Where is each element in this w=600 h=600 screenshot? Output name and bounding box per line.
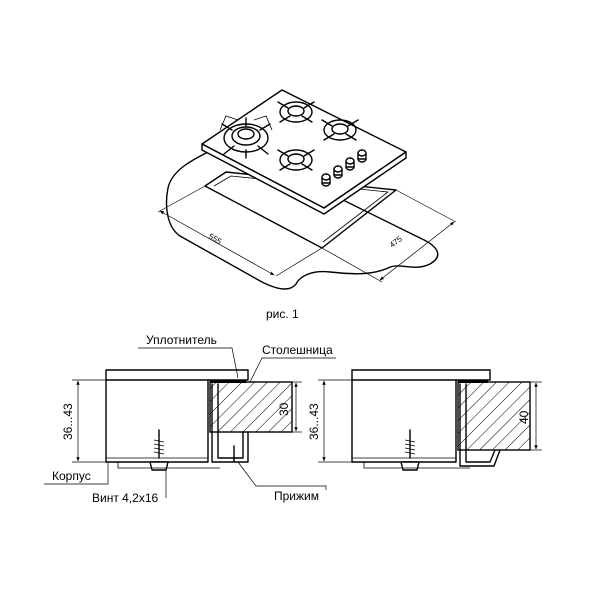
countertop-section-right — [457, 381, 531, 451]
section-view-right: 36...43 40 — [307, 369, 542, 471]
burner-large — [219, 115, 273, 159]
hob-body-right — [351, 379, 457, 463]
dimension-thickness-left: 30 — [277, 381, 302, 433]
dimension-thickness-right: 40 — [517, 381, 542, 451]
hob-top-plate-right — [351, 369, 491, 381]
dimension-height-left: 36...43 — [61, 379, 106, 463]
dim-height-left-label: 36...43 — [61, 403, 75, 440]
seal-left — [210, 380, 246, 383]
clamp-left — [211, 383, 249, 463]
countertop-section-left — [209, 381, 293, 433]
hob-top-plate-left — [105, 369, 249, 381]
dim-thickness-right-label: 40 — [517, 410, 531, 424]
figure-caption: рис. 1 — [266, 307, 299, 321]
burner-rear — [277, 101, 315, 123]
screw-right — [400, 429, 420, 471]
label-countertop: Столешница — [262, 343, 333, 357]
dimension-height-right: 36...43 — [307, 379, 352, 463]
label-body: Корпус — [52, 469, 91, 483]
dim-depth-label: 555 — [207, 232, 224, 247]
hob-body-left — [105, 379, 209, 463]
label-seal: Уплотнитель — [146, 333, 217, 347]
control-knobs — [321, 149, 367, 187]
hob-isometric-view: 555 475 — [157, 89, 457, 290]
dim-thickness-left-label: 30 — [277, 402, 291, 416]
hob-glass-edge — [201, 143, 407, 215]
screw-left — [149, 429, 169, 471]
burner-right — [321, 119, 359, 141]
dim-height-right-label: 36...43 — [307, 403, 321, 440]
burner-front — [277, 149, 315, 171]
clamp-right — [459, 383, 501, 467]
label-clamp: Прижим — [274, 489, 319, 503]
section-view-left: 36...43 30 Уплотнитель Столешница Корпус… — [44, 333, 336, 505]
seal-right — [458, 380, 488, 383]
label-screw: Винт 4,2x16 — [92, 491, 159, 505]
dim-width-label: 475 — [388, 234, 405, 250]
